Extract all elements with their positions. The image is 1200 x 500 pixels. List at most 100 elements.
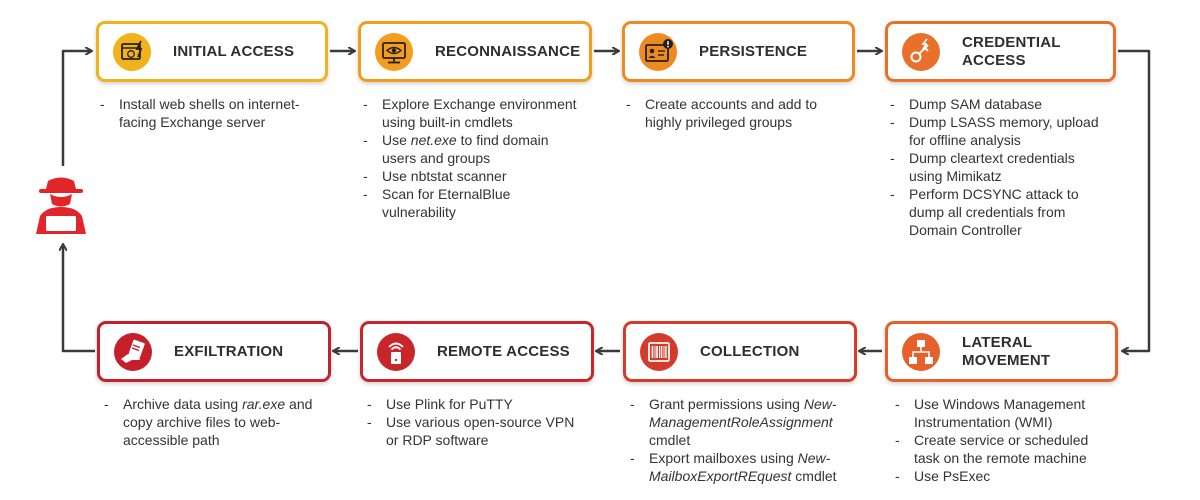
step-item: Use net.exe to find domain users and grou… <box>360 131 620 167</box>
step-item: Install web shells on internet-facing Ex… <box>97 95 357 131</box>
step-text: cmdlet <box>791 468 837 484</box>
threat-actor <box>30 172 92 234</box>
stage-title-line: INITIAL ACCESS <box>173 42 295 60</box>
hand-document-icon <box>114 332 152 371</box>
remote-access-steps: Use Plink for PuTTYUse various open-sour… <box>364 395 614 449</box>
initial-access-steps: Install web shells on internet-facing Ex… <box>97 95 357 131</box>
step-text: copy archive files to web- <box>123 414 281 430</box>
step-text: Use Plink for PuTTY <box>386 396 513 412</box>
step-text: MailboxExportREquest <box>649 468 792 484</box>
step-item: Perform DCSYNC attack to dump all credent… <box>887 185 1147 239</box>
step-item: Use various open-source VPN or RDP softwa… <box>364 413 614 449</box>
step-item: Use PsExec <box>892 467 1152 485</box>
stage-title-line: PERSISTENCE <box>699 42 808 60</box>
stage-collection[interactable]: COLLECTION <box>623 321 857 382</box>
monitor-eye-icon <box>375 32 413 71</box>
stage-title-line: ACCESS <box>962 51 1026 69</box>
wireless-device-icon <box>377 332 415 371</box>
step-item: Create service or scheduled task on the r… <box>892 431 1152 467</box>
step-text: Domain Controller <box>909 222 1022 238</box>
step-text: or RDP software <box>386 432 489 448</box>
step-text: and <box>285 396 313 412</box>
stage-exfiltration[interactable]: EXFILTRATION <box>97 321 331 382</box>
step-text: Install web shells on internet- <box>119 96 300 112</box>
key-bolt-icon <box>902 32 940 71</box>
step-text: using built-in cmdlets <box>382 114 513 130</box>
stage-title-line: LATERAL <box>962 333 1033 351</box>
step-text: New- <box>797 450 831 466</box>
step-text: Use <box>382 132 411 148</box>
step-text: vulnerability <box>382 204 456 220</box>
step-text: dump all credentials from <box>909 204 1066 220</box>
step-item: Dump SAM database <box>887 95 1147 113</box>
step-text: Dump SAM database <box>909 96 1043 112</box>
credential-access-steps: Dump SAM databaseDump LSASS memory, uplo… <box>887 95 1147 239</box>
stage-title-line: REMOTE ACCESS <box>437 342 570 360</box>
stage-initial-access[interactable]: INITIAL ACCESS <box>96 21 328 82</box>
step-item: Export mailboxes using New- MailboxExport… <box>627 449 887 485</box>
step-text: Dump LSASS memory, upload <box>909 114 1099 130</box>
step-text: for offline analysis <box>909 132 1021 148</box>
step-text: Archive data using <box>123 396 243 412</box>
step-text: Use Windows Management <box>914 396 1086 412</box>
step-text: highly privileged groups <box>645 114 793 130</box>
step-text: New- <box>803 396 837 412</box>
stage-persistence[interactable]: PERSISTENCE <box>622 21 855 82</box>
stage-title: EXFILTRATION <box>174 343 283 361</box>
browser-attack-icon <box>113 32 151 71</box>
step-text: cmdlet <box>649 432 691 448</box>
step-text: Use nbtstat scanner <box>382 168 507 184</box>
step-text: Use various open-source VPN <box>386 414 575 430</box>
step-item: Dump LSASS memory, upload for offline ana… <box>887 113 1147 149</box>
arrow-credential-to-lateral <box>1118 49 1151 351</box>
step-text: net.exe <box>410 132 457 148</box>
step-text: Create service or scheduled <box>914 432 1089 448</box>
step-text: Use PsExec <box>914 468 991 484</box>
step-text: accessible path <box>123 432 220 448</box>
stage-reconnaissance[interactable]: RECONNAISSANCE <box>358 21 592 82</box>
stage-title: PERSISTENCE <box>699 43 807 61</box>
step-text: Perform DCSYNC attack to <box>909 186 1079 202</box>
step-text: Export mailboxes using <box>649 450 798 466</box>
step-text: Grant permissions using <box>649 396 804 412</box>
step-text: Instrumentation (WMI) <box>914 414 1053 430</box>
step-text: users and groups <box>382 150 491 166</box>
step-item: Use nbtstat scanner <box>360 167 620 185</box>
collection-steps: Grant permissions using New- ManagementRo… <box>627 395 887 485</box>
barcode-box-icon <box>640 332 678 371</box>
stage-remote-access[interactable]: REMOTE ACCESS <box>360 321 594 382</box>
stage-title-line: EXFILTRATION <box>174 342 284 360</box>
stage-title-line: COLLECTION <box>700 342 800 360</box>
step-item: Use Plink for PuTTY <box>364 395 614 413</box>
step-text: ManagementRoleAssignment <box>649 414 833 430</box>
step-text: to find domain <box>456 132 549 148</box>
hacker-icon <box>36 177 86 234</box>
stage-title-line: CREDENTIAL <box>962 33 1061 51</box>
step-item: Explore Exchange environment using built-… <box>360 95 620 131</box>
id-card-alert-icon <box>639 32 677 71</box>
step-item: Grant permissions using New- ManagementRo… <box>627 395 887 449</box>
step-text: facing Exchange server <box>119 114 266 130</box>
step-text: Explore Exchange environment <box>382 96 577 112</box>
stage-title-line: MOVEMENT <box>962 351 1051 369</box>
step-text: task on the remote machine <box>914 450 1087 466</box>
reconnaissance-steps: Explore Exchange environment using built-… <box>360 95 620 221</box>
step-text: using Mimikatz <box>909 168 1002 184</box>
stage-title: REMOTE ACCESS <box>437 343 570 361</box>
step-item: Dump cleartext credentials using Mimikatz <box>887 149 1147 185</box>
arrow-exfiltration-to-actor <box>63 245 95 353</box>
step-text: Dump cleartext credentials <box>909 150 1075 166</box>
stage-title: INITIAL ACCESS <box>173 43 294 61</box>
network-flow-icon <box>902 332 940 371</box>
stage-title: RECONNAISSANCE <box>435 43 580 61</box>
